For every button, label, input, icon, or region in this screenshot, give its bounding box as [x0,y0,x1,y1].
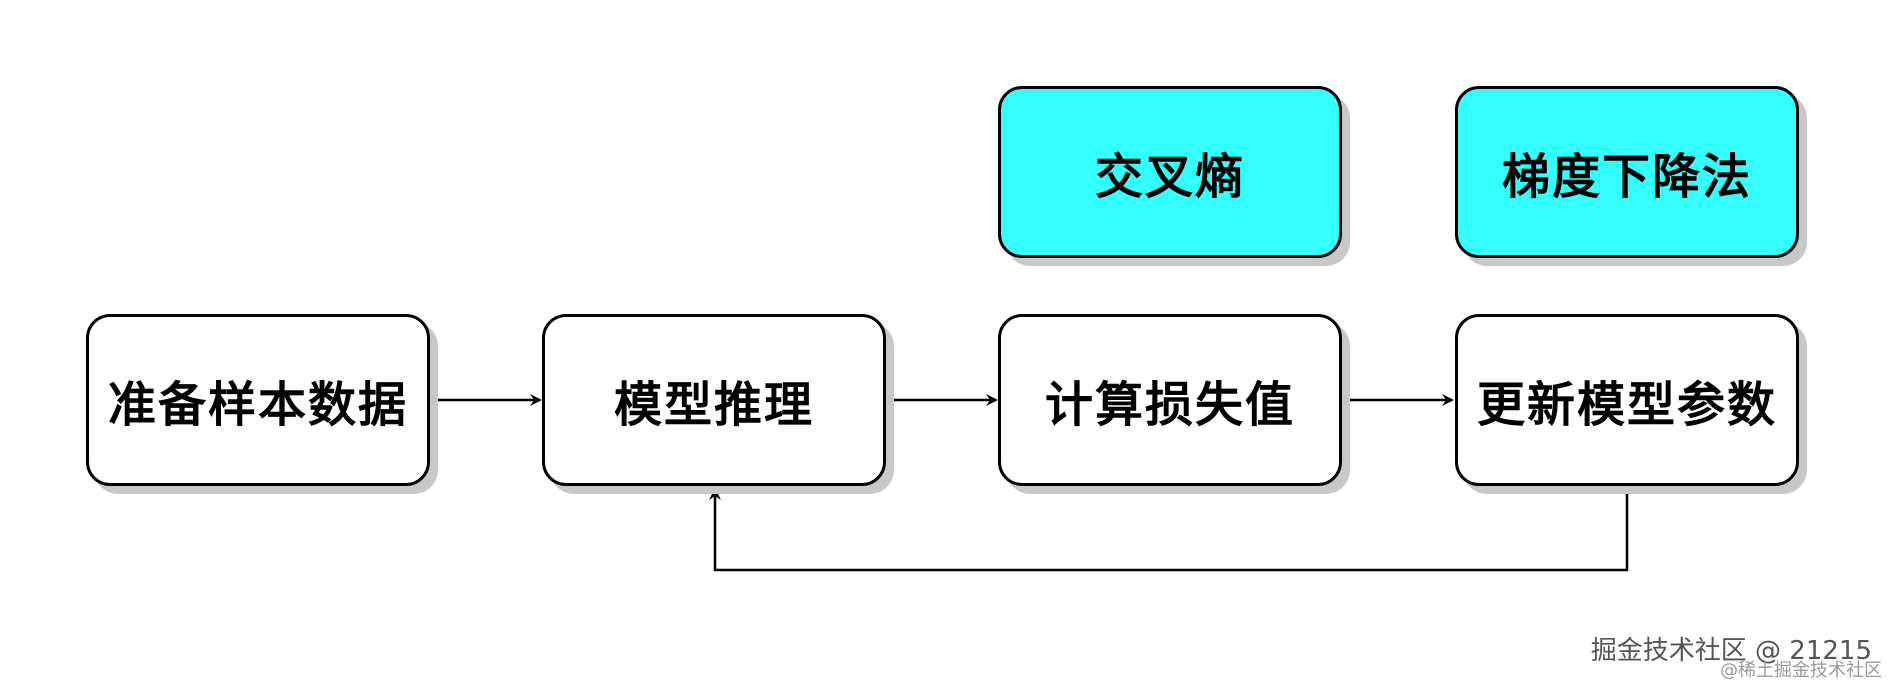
node-update-params: 更新模型参数 [1455,314,1799,486]
node-prepare-data: 准备样本数据 [86,314,430,486]
node-model-inference: 模型推理 [542,314,886,486]
watermark-main: 掘金技术社区 @ 21215 [1590,636,1872,666]
arrow-update-back-to-inference [709,486,1629,572]
node-gradient-descent: 梯度下降法 [1455,86,1799,258]
watermark-sub: @稀土掘金技术社区 [1720,660,1882,681]
node-compute-loss: 计算损失值 [998,314,1342,486]
node-cross-entropy: 交叉熵 [998,86,1342,258]
